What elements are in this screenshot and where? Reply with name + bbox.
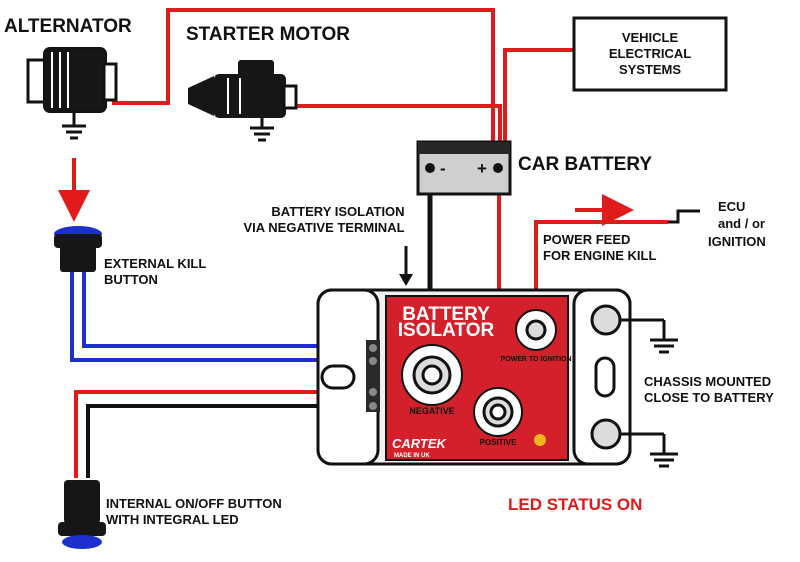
battery-isolation-arrowhead: [399, 274, 413, 286]
external-kill-line-1: EXTERNAL KILL: [104, 256, 206, 271]
external-kill-button-icon: [54, 226, 102, 272]
internal-button-red-wire: [74, 390, 374, 478]
battery-isolation-line-1: BATTERY ISOLATION: [271, 204, 404, 219]
positive-stud-icon: [489, 403, 507, 421]
external-kill-blue-wire-1: [70, 270, 374, 362]
vehicle-systems-box: [572, 16, 728, 92]
power-stud-icon: [525, 319, 547, 341]
mounting-bolt-top: [590, 304, 622, 336]
chassis-mounted-line-2: CLOSE TO BATTERY: [644, 390, 774, 405]
isolator-title-1: BATTERY: [402, 304, 490, 325]
internal-button-line-2: WITH INTEGRAL LED: [106, 512, 239, 527]
starter-motor-label: STARTER MOTOR: [186, 24, 350, 45]
chassis-mounted-line-1: CHASSIS MOUNTED: [644, 374, 771, 389]
external-kill-blue-wire-2: [82, 270, 374, 348]
vehicle-systems-to-battery-wire: [503, 48, 574, 163]
led-status-label: LED STATUS ON: [508, 495, 642, 514]
vehicle-systems-line-1: VEHICLE: [622, 30, 679, 45]
vehicle-systems-line-3: SYSTEMS: [619, 62, 681, 77]
battery-isolation-line-2: VIA NEGATIVE TERMINAL: [243, 220, 404, 235]
negative-stud-icon: [421, 364, 443, 386]
ecu-branch-wire: [668, 209, 700, 224]
car-battery-label: CAR BATTERY: [518, 154, 652, 175]
brand-tagline: MADE IN UK: [394, 453, 430, 459]
wire-terminal-4: [369, 402, 377, 410]
wire-terminal-2: [369, 357, 377, 365]
battery-positive-label: +: [477, 159, 487, 178]
battery-negative-terminal: [425, 163, 435, 173]
battery-negative-label: -: [440, 159, 446, 178]
starter-motor-icon: [188, 60, 298, 142]
power-feed-line-2: FOR ENGINE KILL: [543, 248, 656, 263]
isolator-title-2: ISOLATOR: [398, 320, 495, 341]
brand-label: CARTEK: [392, 436, 448, 451]
power-terminal-label: POWER TO IGNITION: [500, 356, 571, 363]
wire-terminal-3: [369, 388, 377, 396]
internal-button-black-wire: [86, 404, 374, 478]
alternator-label: ALTERNATOR: [4, 16, 132, 37]
ground-symbol-bottom: [620, 432, 678, 468]
vehicle-systems-line-2: ELECTRICAL: [609, 46, 691, 61]
battery-isolator: BATTERY ISOLATOR NEGATIVE POSITIVE POWER…: [316, 288, 632, 466]
power-feed-line-1: POWER FEED: [543, 232, 630, 247]
positive-terminal-label: POSITIVE: [480, 438, 518, 447]
ecu-label-line-3: IGNITION: [708, 234, 766, 249]
alternator-icon: [26, 47, 118, 140]
wire-terminal-1: [369, 344, 377, 352]
status-led: [534, 434, 546, 446]
ground-symbol-top: [620, 318, 678, 354]
negative-terminal-label: NEGATIVE: [409, 406, 454, 416]
battery-positive-terminal: [493, 163, 503, 173]
ecu-label-line-1: ECU: [718, 199, 745, 214]
external-kill-line-2: BUTTON: [104, 272, 158, 287]
mounting-bolt-bottom: [590, 418, 622, 450]
alternator-to-battery-wire: [112, 8, 495, 163]
ecu-label-line-2: and / or: [718, 216, 765, 231]
car-battery: - +: [416, 140, 512, 196]
internal-button-icon: [58, 480, 106, 549]
internal-button-line-1: INTERNAL ON/OFF BUTTON: [106, 496, 282, 511]
